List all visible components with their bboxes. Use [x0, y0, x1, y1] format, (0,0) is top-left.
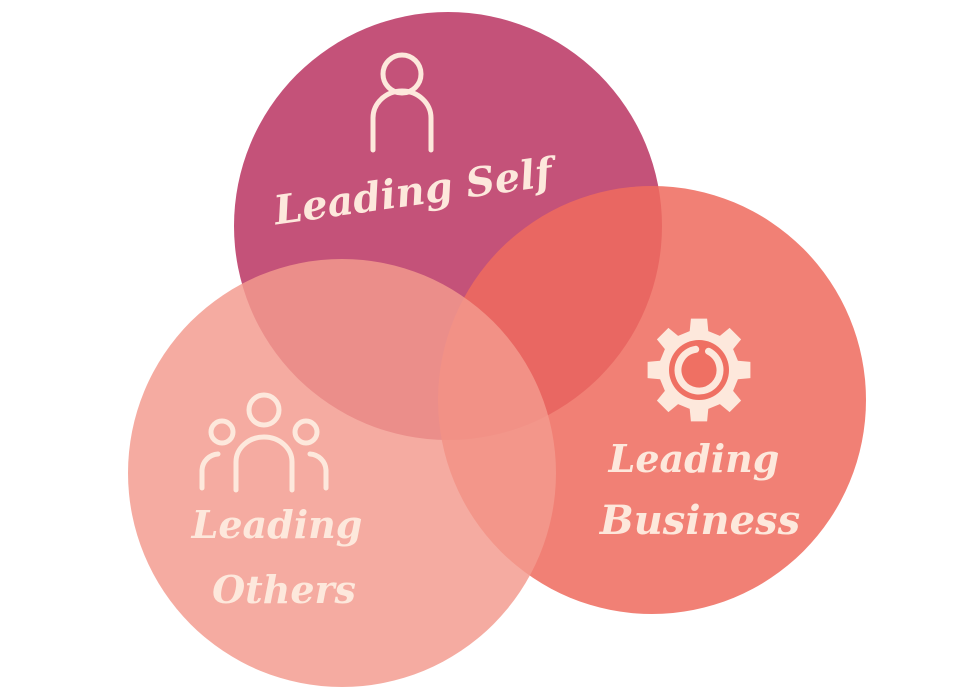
label-leading-business-line-2: Business — [599, 497, 800, 544]
gear-inner-arc — [674, 345, 724, 395]
person-icon — [370, 52, 434, 153]
gear-icon — [647, 318, 751, 422]
group-icon — [199, 392, 329, 493]
label-leading-others-line-1: Leading — [191, 502, 363, 547]
label-leading-business-line-1: Leading — [608, 436, 780, 481]
circle-leading-others — [128, 259, 556, 687]
label-leading-others-line-2: Others — [212, 567, 356, 612]
